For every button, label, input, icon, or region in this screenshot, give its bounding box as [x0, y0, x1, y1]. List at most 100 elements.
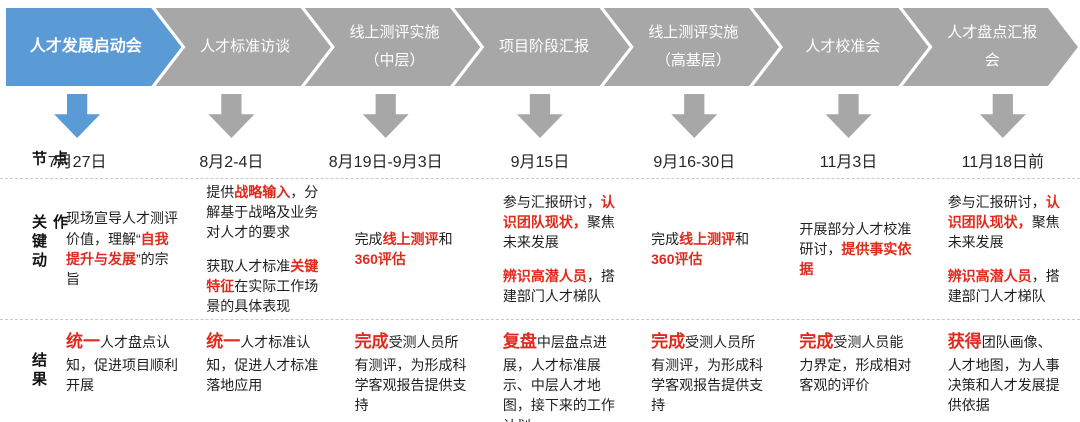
phase-chevron-7: 人才盘点汇报 会 — [903, 8, 1078, 86]
phase-results-5: 完成受测人员所有测评，为形成科学客观报告提供支持 — [635, 320, 783, 422]
phase-results-4: 复盘中层盘点进展，人才标准展示、中层人才地图，接下来的工作计划 — [487, 320, 635, 422]
phase-title-7: 人才盘点汇报 会 — [947, 24, 1038, 69]
plain-text: 和 — [438, 230, 453, 247]
highlight-text: 自我提升与发展 — [66, 230, 169, 267]
action-paragraph: 提供战略输入，分解基于战略及业务对人才的要求 — [206, 182, 322, 243]
phase-key-actions-4: 参与汇报研讨，认识团队现状，聚焦未来发展辨识高潜人员，搭建部门人才梯队 — [487, 179, 635, 319]
action-paragraph: 辨识高潜人员，搭建部门人才梯队 — [503, 266, 619, 307]
down-arrow-icon — [671, 94, 718, 138]
result-paragraph: 完成受测人员能力界定，形成相对客观的评价 — [799, 330, 915, 395]
plain-text: 在实际工作场景的具体表现 — [206, 277, 319, 315]
phase-key-actions-3: 完成线上测评和 360评估 — [339, 179, 487, 319]
down-arrow-icon — [54, 94, 101, 138]
phase-key-actions-1: 现场宣导人才测评价值，理解“自我提升与发展”的宗旨 — [0, 179, 190, 319]
plain-text: 开展部分人才校准研讨， — [799, 220, 912, 257]
arrow-cell-1 — [0, 94, 154, 138]
arrow-cell-7 — [926, 94, 1080, 138]
phase-results-1: 统一人才盘点认知，促进项目顺利开展 — [0, 320, 190, 422]
phase-title-6: 人才校准会 — [805, 38, 881, 56]
phase-results-3: 完成受测人员所有测评，为形成科学客观报告提供支持 — [339, 320, 487, 422]
plain-text: 受测人员所有测评，为形成科学客观报告提供支持 — [354, 334, 467, 414]
phase-chevron-2: 人才标准访谈 — [155, 8, 330, 86]
results-row: 结果 统一人才盘点认知，促进项目顺利开展统一人才标准认知，促进人才标准落地应用完… — [0, 319, 1080, 422]
action-paragraph: 辨识高潜人员，搭建部门人才梯队 — [948, 266, 1064, 307]
plain-text: 聚焦未来发展 — [502, 214, 615, 251]
phase-title-3: 线上测评实施 （中层） — [349, 24, 440, 69]
arrow-cell-5 — [617, 94, 771, 138]
phase-date-3: 8月19日-9月3日 — [328, 154, 443, 171]
down-arrow-icon — [979, 94, 1026, 138]
row-label-node: 节点 — [30, 150, 68, 170]
phase-chevron-5: 线上测评实施 （高基层） — [604, 8, 779, 86]
plain-text: 参与汇报研讨， — [947, 193, 1046, 210]
phase-date-7: 11月18日前 — [961, 154, 1045, 171]
highlight-text: 线上测评 — [382, 230, 439, 247]
highlight-text: 战略输入 — [234, 183, 291, 200]
phase-date-2: 8月2-4日 — [199, 154, 264, 171]
result-paragraph: 统一人才标准认知，促进人才标准落地应用 — [206, 330, 322, 395]
result-paragraph: 复盘中层盘点进展，人才标准展示、中层人才地图，接下来的工作计划 — [503, 330, 619, 422]
phase-key-actions-2: 提供战略输入，分解基于战略及业务对人才的要求获取人才标准关键特征在实际工作场景的… — [190, 179, 338, 319]
result-paragraph: 完成受测人员所有测评，为形成科学客观报告提供支持 — [355, 330, 471, 416]
plain-text: 受测人员所有测评，为形成科学客观报告提供支持 — [651, 334, 764, 414]
phase-title-4: 项目阶段汇报 — [498, 38, 589, 56]
down-arrow-icon — [825, 94, 872, 138]
plain-text: 和 — [735, 230, 750, 247]
action-paragraph: 参与汇报研讨，认识团队现状，聚焦未来发展 — [503, 192, 619, 253]
plain-text: 团队画像、人才地图，为人事决策和人才发展提供依据 — [947, 334, 1060, 414]
plain-text: 获取人才标准 — [206, 257, 291, 274]
phase-title-5: 线上测评实施 （高基层） — [648, 24, 739, 69]
plain-text: 人才盘点认知，促进项目顺利开展 — [66, 334, 178, 393]
phase-date-1: 7月27日 — [47, 154, 107, 171]
phase-results-7: 获得团队画像、人才地图，为人事决策和人才发展提供依据 — [932, 320, 1080, 422]
highlight-text: 关键特征 — [206, 257, 319, 294]
highlight-text: 完成 — [354, 332, 389, 351]
highlight-text: 统一 — [206, 332, 241, 351]
result-paragraph: 统一人才盘点认知，促进项目顺利开展 — [66, 330, 182, 395]
result-paragraph: 获得团队画像、人才地图，为人事决策和人才发展提供依据 — [948, 330, 1064, 416]
highlight-text: 完成 — [799, 332, 834, 351]
action-paragraph: 获取人才标准关键特征在实际工作场景的具体表现 — [206, 256, 322, 317]
highlight-text: 360评估 — [354, 251, 406, 267]
highlight-text: 认识团队现状， — [947, 193, 1060, 231]
phase-chevron-1: 人才发展启动会 — [6, 8, 181, 86]
phase-key-actions-6: 开展部分人才校准研讨，提供事实依据 — [783, 179, 931, 319]
action-paragraph: 开展部分人才校准研讨，提供事实依据 — [799, 219, 915, 280]
phase-title-1: 人才发展启动会 — [29, 38, 142, 56]
key-actions-row: 关键动作 现场宣导人才测评价值，理解“自我提升与发展”的宗旨提供战略输入，分解基… — [0, 178, 1080, 319]
phase-date-6: 11月3日 — [819, 154, 878, 171]
down-arrow-icon — [516, 94, 563, 138]
plain-text: ，分解基于战略及业务对人才的要求 — [206, 183, 319, 241]
phase-chevron-band: 人才发展启动会人才标准访谈线上测评实施 （中层） 项目阶段汇报 线上测评实施 （高基… — [6, 8, 1078, 86]
highlight-text: 认识团队现状， — [502, 193, 615, 231]
highlight-text: 辨识高潜人员 — [502, 267, 587, 284]
plain-text: 中层盘点进展，人才标准展示、中层人才地图，接下来的工作计划 — [502, 334, 615, 422]
highlight-text: 辨识高潜人员 — [947, 267, 1032, 284]
plain-text: 现场宣导人才测评价值，理解“ — [66, 210, 178, 247]
row-label-results: 结果 — [30, 352, 47, 390]
arrow-cell-3 — [309, 94, 463, 138]
plain-text: ，搭建部门人才梯队 — [947, 267, 1060, 304]
down-arrow-icon — [362, 94, 409, 138]
highlight-text: 完成 — [651, 332, 686, 351]
plain-text: 聚焦未来发展 — [947, 214, 1060, 251]
plain-text: 参与汇报研讨， — [502, 193, 601, 210]
plain-text: ”的宗旨 — [66, 251, 169, 288]
plain-text: 人才标准认知，促进人才标准落地应用 — [206, 334, 319, 393]
action-paragraph: 现场宣导人才测评价值，理解“自我提升与发展”的宗旨 — [66, 208, 182, 289]
plain-text: 受测人员能力界定，形成相对客观的评价 — [799, 334, 912, 393]
arrow-cell-6 — [771, 94, 925, 138]
result-paragraph: 完成受测人员所有测评，为形成科学客观报告提供支持 — [651, 330, 767, 416]
highlight-text: 线上测评 — [679, 230, 736, 247]
action-paragraph: 参与汇报研讨，认识团队现状，聚焦未来发展 — [948, 192, 1064, 253]
highlight-text: 复盘 — [502, 332, 537, 351]
arrow-cell-2 — [154, 94, 308, 138]
highlight-text: 获得 — [947, 332, 982, 351]
action-paragraph: 完成线上测评和 360评估 — [651, 229, 767, 270]
arrows-row — [0, 90, 1080, 142]
phase-chevron-3: 线上测评实施 （中层） — [305, 8, 480, 86]
phase-results-6: 完成受测人员能力界定，形成相对客观的评价 — [783, 320, 931, 422]
plain-text: 完成 — [354, 230, 383, 247]
plain-text: 完成 — [651, 230, 680, 247]
phase-chevron-6: 人才校准会 — [753, 8, 928, 86]
